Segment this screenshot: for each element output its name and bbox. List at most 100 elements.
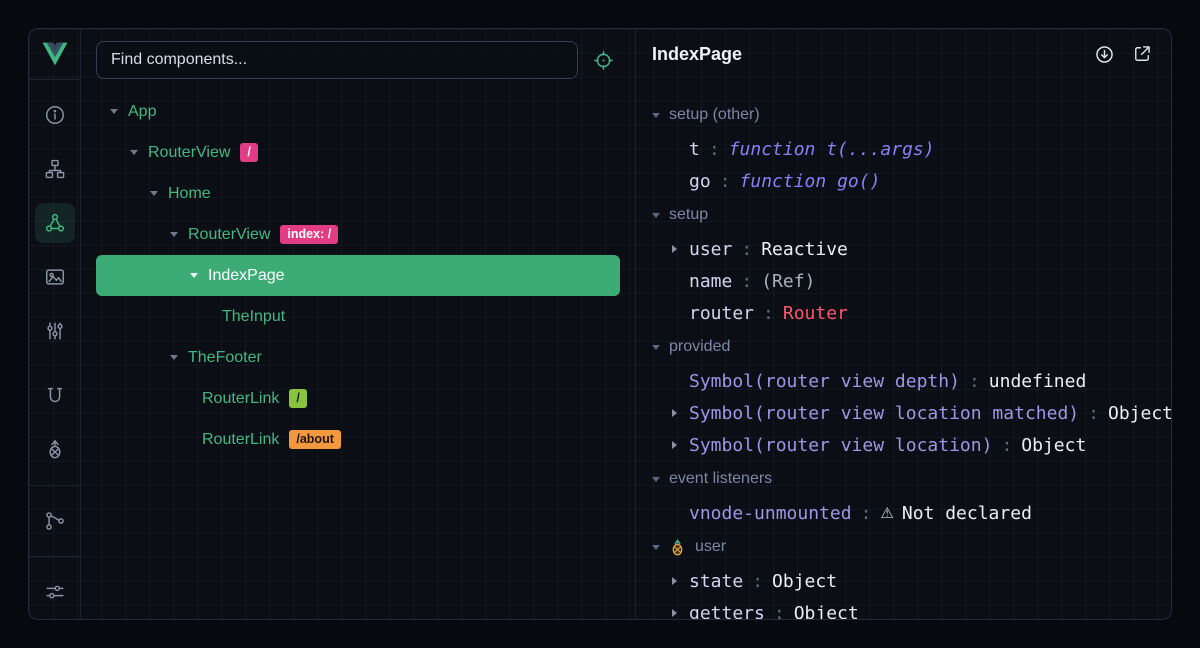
search-row xyxy=(96,41,620,79)
caret-right-icon[interactable] xyxy=(672,397,689,429)
property-row[interactable]: state : Object xyxy=(636,565,1171,597)
route-badge: / xyxy=(240,142,258,163)
graph-nodes-icon xyxy=(45,512,64,530)
property-value: Router xyxy=(782,302,848,324)
section-header[interactable]: setup (other) xyxy=(636,97,1171,133)
inspector-section: setup (other) t : function t(...args) go… xyxy=(636,97,1171,197)
component-name: Home xyxy=(168,184,211,202)
colon-separator: : xyxy=(1001,434,1013,456)
tree-row[interactable]: TheFooter xyxy=(96,337,620,378)
section-header[interactable]: setup xyxy=(636,197,1171,233)
caret-right-icon[interactable] xyxy=(672,429,689,461)
sidebar-item-settings[interactable] xyxy=(35,572,75,612)
open-in-editor-button[interactable] xyxy=(1131,43,1153,65)
inspect-target-button[interactable] xyxy=(586,43,620,77)
property-row[interactable]: t : function t(...args) xyxy=(636,133,1171,165)
property-value: Object xyxy=(1021,434,1087,456)
colon-separator: : xyxy=(968,370,980,392)
caret-down-icon[interactable] xyxy=(190,255,208,296)
caret-right-icon[interactable] xyxy=(672,565,689,597)
component-name: App xyxy=(128,102,157,120)
sidebar-item-pinia[interactable] xyxy=(35,430,75,470)
sidebar-item-hooks[interactable] xyxy=(35,376,75,416)
property-row[interactable]: Symbol(router view location matched) : O… xyxy=(636,397,1171,429)
tree-row[interactable]: IndexPage xyxy=(96,255,620,296)
property-key: Symbol(router view location) xyxy=(689,434,993,456)
sidebar xyxy=(29,29,81,619)
app-window: App RouterView / Home RouterView index: … xyxy=(28,28,1172,620)
tree-row[interactable]: RouterLink /about xyxy=(96,419,620,460)
property-row[interactable]: getters : Object xyxy=(636,597,1171,620)
caret-down-icon[interactable] xyxy=(110,91,128,132)
section-header[interactable]: event listeners xyxy=(636,461,1171,497)
caret-down-icon[interactable] xyxy=(190,378,202,419)
section-label: event listeners xyxy=(669,470,773,487)
components-icon xyxy=(45,213,64,232)
caret-right-icon[interactable] xyxy=(672,597,689,619)
sidebar-item-overview[interactable] xyxy=(35,95,75,135)
tune-icon xyxy=(45,585,64,599)
property-row[interactable]: Symbol(router view depth) : undefined xyxy=(636,365,1171,397)
property-key: router xyxy=(689,302,755,324)
property-value: Object xyxy=(793,602,859,620)
property-value: (Ref) xyxy=(761,270,816,292)
property-row[interactable]: name : (Ref) xyxy=(636,265,1171,297)
section-header[interactable]: user xyxy=(636,529,1171,565)
pinia-store-icon xyxy=(669,539,686,556)
crosshair-icon xyxy=(593,50,613,70)
caret-down-icon[interactable] xyxy=(130,132,148,173)
colon-separator: : xyxy=(773,602,785,620)
search-input[interactable] xyxy=(96,41,578,79)
caret-down-icon[interactable] xyxy=(190,419,202,460)
inspector-section: event listeners vnode-unmounted : ⚠ Not … xyxy=(636,461,1171,529)
pinia-icon xyxy=(49,440,60,459)
property-row[interactable]: user : Reactive xyxy=(636,233,1171,265)
section-label: setup (other) xyxy=(669,106,760,123)
caret-down-icon[interactable] xyxy=(210,296,222,337)
inspector-section: provided Symbol(router view depth) : und… xyxy=(636,329,1171,461)
caret-right-icon[interactable] xyxy=(672,233,689,265)
sidebar-item-timeline[interactable] xyxy=(35,311,75,351)
tree-row[interactable]: RouterView index: / xyxy=(96,214,620,255)
property-row[interactable]: go : function go() xyxy=(636,165,1171,197)
hook-icon xyxy=(47,387,62,403)
section-rows: t : function t(...args) go : function go… xyxy=(636,133,1171,197)
tree-row[interactable]: RouterView / xyxy=(96,132,620,173)
sliders-icon xyxy=(46,322,63,340)
tree-row[interactable]: App xyxy=(96,91,620,132)
scroll-to-component-button[interactable] xyxy=(1093,43,1115,65)
colon-separator: : xyxy=(752,570,764,592)
caret-down-icon[interactable] xyxy=(170,214,188,255)
sidebar-item-pages[interactable] xyxy=(35,149,75,189)
property-value: function t(...args) xyxy=(728,138,935,160)
route-badge: index: / xyxy=(280,224,339,245)
property-value: Object xyxy=(1107,402,1171,424)
tree-panel: App RouterView / Home RouterView index: … xyxy=(81,29,636,619)
component-tree: App RouterView / Home RouterView index: … xyxy=(96,91,620,460)
component-name: RouterView xyxy=(188,225,271,243)
colon-separator: : xyxy=(1088,402,1099,424)
property-row[interactable]: router : Router xyxy=(636,297,1171,329)
property-row[interactable]: vnode-unmounted : ⚠ Not declared xyxy=(636,497,1171,529)
property-key: name xyxy=(689,270,733,292)
image-icon xyxy=(45,269,64,285)
section-header[interactable]: provided xyxy=(636,329,1171,365)
inspector-title-bar: IndexPage xyxy=(636,29,1171,79)
sidebar-item-assets[interactable] xyxy=(35,257,75,297)
sidebar-divider xyxy=(29,485,81,486)
tree-row[interactable]: TheInput xyxy=(96,296,620,337)
colon-separator: : xyxy=(860,502,872,524)
vue-logo[interactable] xyxy=(29,29,80,80)
tree-row[interactable]: Home xyxy=(96,173,620,214)
component-name: TheInput xyxy=(222,307,286,325)
tree-row[interactable]: RouterLink / xyxy=(96,378,620,419)
caret-down-icon[interactable] xyxy=(150,173,168,214)
inspector-section: setup user : Reactive name : (Ref) route… xyxy=(636,197,1171,329)
caret-down-icon xyxy=(652,544,660,550)
caret-down-icon[interactable] xyxy=(170,337,188,378)
property-row[interactable]: Symbol(router view location) : Object xyxy=(636,429,1171,461)
component-name: RouterLink xyxy=(202,430,280,448)
sidebar-item-components[interactable] xyxy=(34,203,75,243)
sidebar-item-graph[interactable] xyxy=(35,501,75,541)
component-name: RouterLink xyxy=(202,389,280,407)
